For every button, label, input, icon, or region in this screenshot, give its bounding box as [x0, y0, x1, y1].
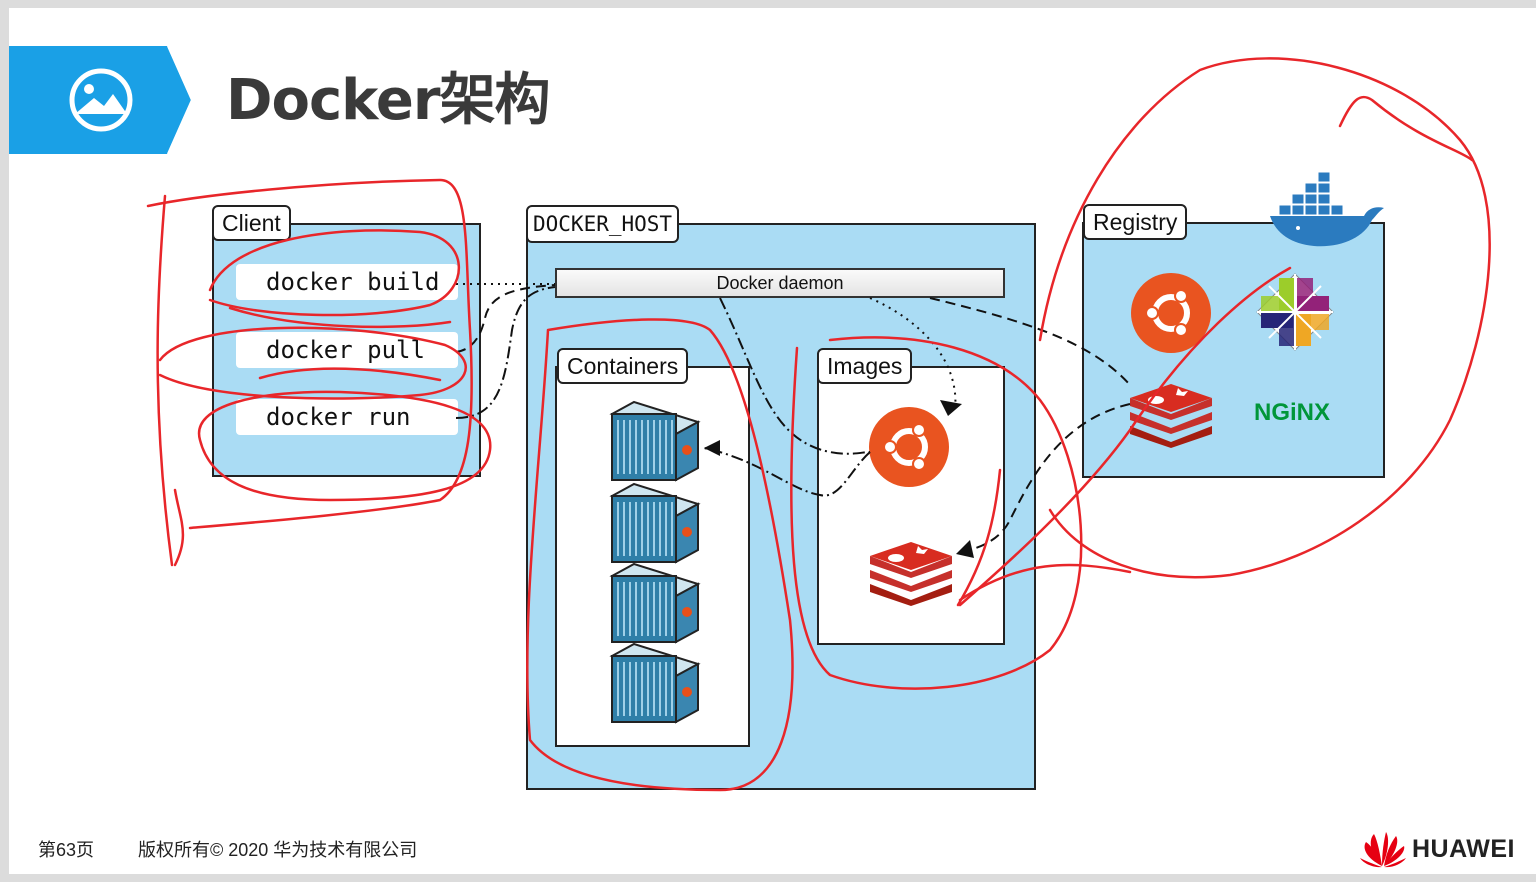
brand-wordmark: HUAWEI: [1412, 835, 1515, 863]
docker-host-tab: DOCKER_HOST: [526, 205, 680, 243]
redis-logo-icon: [870, 542, 952, 606]
huawei-logo-icon: [1360, 832, 1406, 868]
image-icon: [69, 68, 133, 132]
command-docker-run: docker run: [236, 399, 458, 435]
page-number: 第63页: [38, 840, 95, 860]
command-docker-build: docker build: [236, 264, 458, 300]
images-tab: Images: [817, 348, 913, 384]
client-tab: Client: [212, 205, 291, 241]
shipping-container-icon: [609, 562, 701, 644]
redis-logo-icon: [1130, 384, 1212, 448]
shipping-container-icon: [609, 400, 701, 482]
shipping-container-icon: [609, 642, 701, 724]
nginx-logo-icon: NGiNX: [1254, 399, 1331, 426]
docker-whale-icon: [1270, 172, 1384, 247]
title-banner: [9, 46, 191, 154]
command-docker-pull: docker pull: [236, 332, 458, 368]
shipping-container-icon: [609, 482, 701, 564]
centos-logo-icon: [1256, 273, 1334, 351]
containers-tab: Containers: [557, 348, 689, 384]
page-title: Docker架构: [226, 68, 550, 133]
registry-tab: Registry: [1083, 204, 1188, 240]
ubuntu-logo-icon: [869, 407, 949, 487]
copyright-text: 版权所有© 2020 华为技术有限公司: [138, 840, 418, 860]
docker-daemon-bar: Docker daemon: [555, 268, 1005, 298]
ubuntu-logo-icon: [1131, 273, 1211, 353]
